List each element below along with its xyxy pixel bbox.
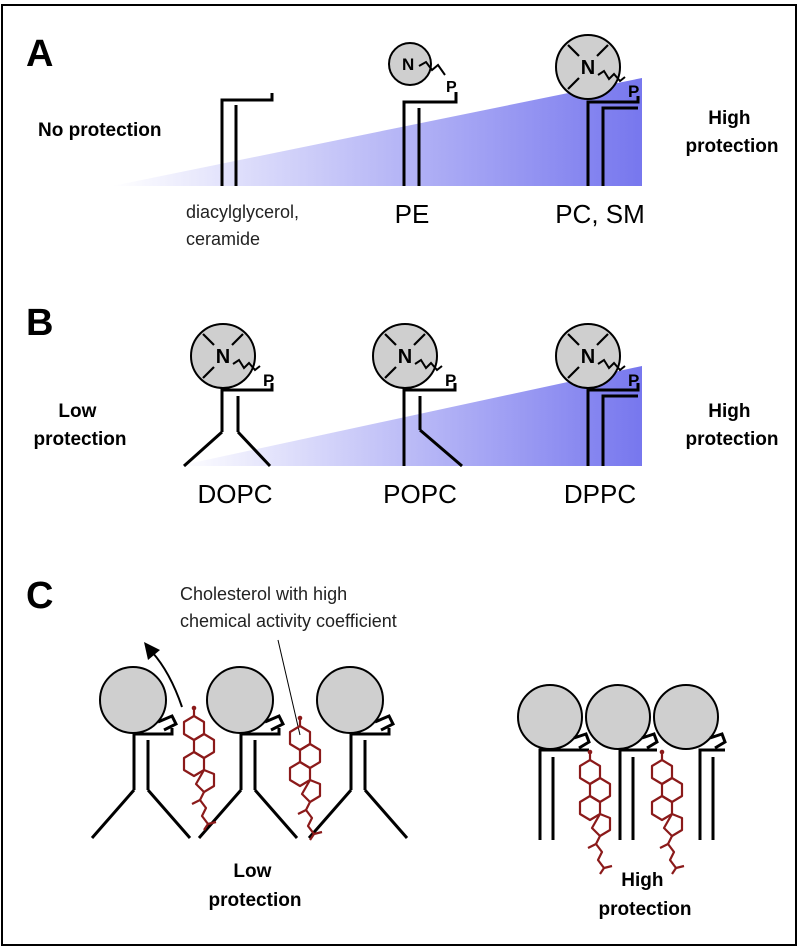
panel-a: A No protection High protection diacylgl… [26,33,778,249]
panel-c-right-label: High protection [599,870,692,920]
lipid-pc-sm [554,33,641,186]
lipid-c-left-1 [90,666,192,839]
pe-headgroup [388,42,432,86]
panel-b-right-label: High protection [686,401,779,450]
dopc-headgroup [189,322,276,392]
cholesterol-molecule-3 [578,748,614,876]
lipid-dopc [182,322,276,468]
lipid-label-pe: PE [395,199,430,229]
cholesterol-molecule-4 [650,748,686,876]
panel-a-right-label: High protection [686,108,779,157]
lipid-label-diacylglycerol: diacylglycerol, ceramide [186,202,304,249]
panel-c: C Cholesterol with high chemical activit… [26,575,727,920]
cholesterol-molecule-1 [182,704,218,832]
cholesterol-annotation: Cholesterol with high chemical activity … [180,584,397,631]
panel-b-letter: B [26,302,53,344]
panel-b: B Low protection High protection DOPC PO… [26,302,778,509]
panel-c-left-label: Low protection [209,861,302,911]
lipid-c-right-1 [517,684,591,840]
protection-gradient-a [112,78,642,186]
escape-arrowhead [144,642,160,660]
lipid-label-pc-sm: PC, SM [555,199,645,229]
lipid-label-popc: POPC [383,479,457,509]
lipid-pe: N P [388,42,458,186]
panel-a-letter: A [26,33,53,75]
popc-headgroup [371,322,458,392]
lipid-popc [371,322,463,468]
pe-phosphate-atom: P [446,79,457,96]
lipid-label-dppc: DPPC [564,479,636,509]
panel-b-left-label: Low protection [34,401,127,450]
lipid-c-left-3 [307,666,409,839]
lipid-c-right-2 [585,684,659,840]
pe-nitrogen-atom: N [402,55,414,74]
protection-gradient-b [178,366,642,466]
panel-a-left-label: No protection [38,120,162,141]
annotation-pointer-line [277,639,301,736]
figure-border [1,4,797,946]
lipid-c-right-3 [653,684,727,840]
lipid-dppc [554,322,641,466]
panel-c-letter: C [26,575,53,617]
cholesterol-molecule-2 [288,714,324,842]
lipid-diacylglycerol [220,93,274,186]
escape-arrow [151,651,183,708]
lipid-c-left-2 [197,666,299,839]
lipid-label-dopc: DOPC [197,479,272,509]
